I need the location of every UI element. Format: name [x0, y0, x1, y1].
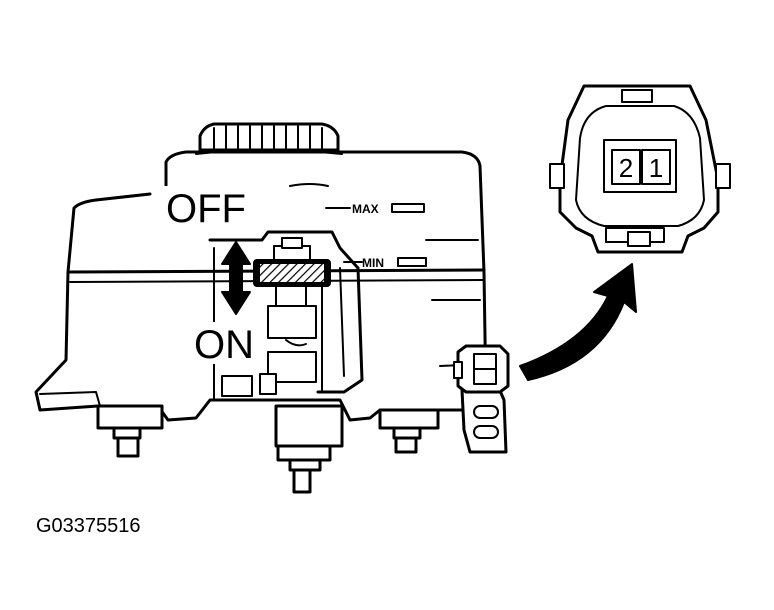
figure-code: G03375516 — [36, 515, 141, 537]
min-label: MIN — [362, 256, 384, 270]
callout-arrow — [519, 263, 637, 381]
on-label-bg — [190, 322, 262, 364]
level-switch-connector — [453, 344, 510, 394]
off-label: OFF — [166, 187, 246, 231]
reservoir-tank — [34, 122, 488, 422]
reservoir-cap — [195, 122, 343, 155]
pin-1-label: 1 — [649, 153, 663, 183]
on-label: ON — [194, 323, 254, 367]
max-label: MAX — [352, 202, 379, 216]
mounting-bracket — [460, 384, 508, 454]
max-level-mark: MAX — [325, 202, 425, 216]
mounting-stud-left — [96, 404, 164, 458]
off-label-bg — [160, 186, 252, 228]
float-travel-arrow — [221, 241, 251, 315]
min-level-mark: MIN — [343, 256, 427, 270]
float-magnet — [258, 262, 326, 284]
level-switch-assembly — [208, 230, 364, 401]
pin-2-label: 2 — [619, 153, 633, 183]
pin-1-cell: 1 — [641, 149, 671, 185]
pin-2-cell: 2 — [611, 149, 641, 185]
mounting-stud-right — [378, 408, 440, 454]
mounting-stud-center — [274, 404, 344, 494]
connector-detail: 2 1 — [549, 84, 731, 254]
